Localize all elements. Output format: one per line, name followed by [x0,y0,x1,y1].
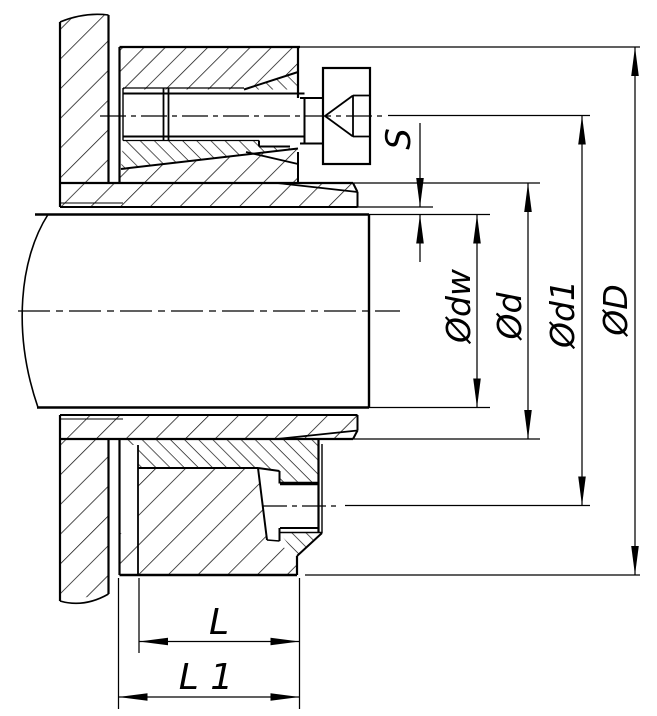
extension-lines [117,46,640,709]
dimension-gap-S: S [379,123,424,262]
flange-cone-bottom [276,429,358,440]
flange-cone-top [276,182,358,193]
dimension-shaft-diameter: Ødw [439,214,481,408]
tapped-hole [257,439,340,575]
label-bolt-circle: Ød1 [543,280,582,350]
label-hub-diameter: Ød [490,291,529,341]
dimension-bolt-circle: Ød1 [543,115,586,506]
label-length-L: L [209,602,229,643]
outer-ring-hatch [119,47,298,575]
label-outer-diameter: ØD [596,284,635,337]
wall-break-top [59,13,109,23]
label-gap-S: S [379,128,419,150]
hub-flange-hatch [60,183,358,439]
frame-wall [58,13,110,605]
dimension-hub-diameter: Ød [490,183,532,439]
label-shaft-diameter: Ødw [439,268,478,345]
hub-flange [60,181,359,441]
wall-break-bottom [59,593,109,605]
locking-collar-upper [118,45,305,183]
dimension-outer-diameter: ØD [596,47,639,575]
dimension-length-L: L [139,602,300,646]
label-length-L1: L 1 [179,657,233,698]
locking-collar-lower [118,439,340,577]
frame-wall-hatch [60,14,109,601]
shaft-break-line [21,214,49,408]
cap-screw [100,66,385,166]
taper-wedge-top [243,71,299,91]
dimension-length-L1: L 1 [118,657,300,701]
taper-line-upper [120,147,299,170]
